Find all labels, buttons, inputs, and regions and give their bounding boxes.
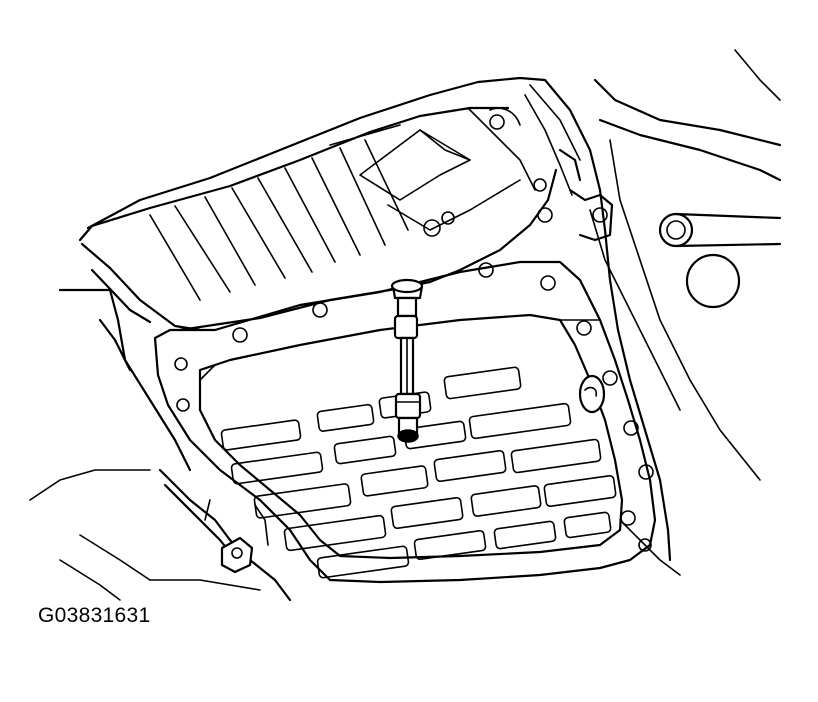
side-plug bbox=[578, 374, 606, 414]
drain-tool bbox=[390, 278, 424, 443]
side-frame bbox=[543, 49, 782, 576]
flange-bolts bbox=[174, 262, 654, 552]
transmission-case bbox=[78, 76, 581, 332]
lower-left-chassis bbox=[29, 288, 292, 602]
oil-pan bbox=[153, 260, 657, 584]
figure-code: G03831631 bbox=[38, 604, 151, 627]
